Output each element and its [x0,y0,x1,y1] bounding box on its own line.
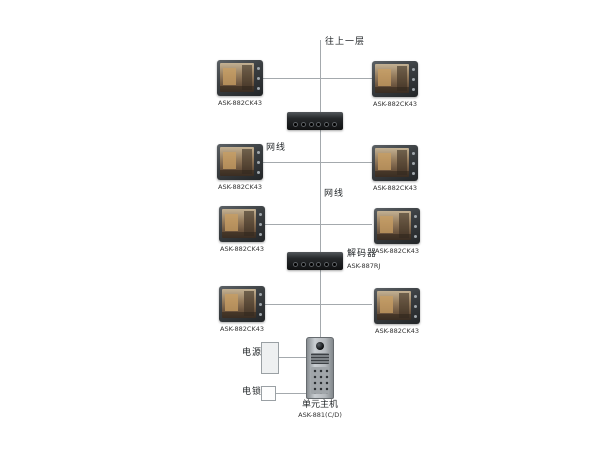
cable-row1-right [320,78,372,79]
indoor-monitor: ASK-882CK43 [374,208,420,255]
network-cable-label-1: 网线 [266,143,287,153]
monitor-buttons [411,68,416,91]
monitor-frame [372,61,418,97]
monitor-model-label: ASK-882CK43 [218,99,262,107]
indoor-monitor: ASK-882CK43 [217,60,263,107]
network-switch [287,112,343,130]
monitor-screen [220,147,254,176]
indoor-monitor: ASK-882CK43 [219,286,265,333]
monitor-buttons [258,293,263,316]
to-upper-floor-label: 往上一层 [325,37,366,47]
lock-cable-line [276,393,306,394]
cable-row2-left [263,162,320,163]
monitor-screen [375,64,409,93]
monitor-screen [222,289,256,318]
monitor-frame [374,208,420,244]
indoor-monitor: ASK-882CK43 [219,206,265,253]
indoor-monitor: ASK-882CK43 [374,288,420,335]
indoor-monitor: ASK-882CK43 [372,61,418,108]
monitor-screen [220,63,254,92]
cable-row3-right [320,224,372,225]
monitor-buttons [413,295,418,318]
decoder-name-label: 解码器 [347,249,378,259]
power-supply-label: 电源 [242,348,263,358]
door-station-model-label: ASK-881(C/D) [298,411,342,419]
cable-row3-left [263,224,320,225]
door-station-name-label: 单元主机 [301,400,338,410]
switch-ports [293,261,337,267]
riser-cable-line [320,40,321,337]
monitor-buttons [411,152,416,175]
switch-ports [293,121,337,127]
monitor-buttons [256,67,261,90]
door-station-keypad [311,367,329,394]
decoder-model-label: ASK-887RJ [347,262,381,270]
door-station-camera [316,342,324,350]
monitor-screen [377,211,411,240]
monitor-frame [374,288,420,324]
monitor-screen [222,209,256,238]
monitor-frame [217,60,263,96]
monitor-buttons [258,213,263,236]
indoor-monitor: ASK-882CK43 [217,144,263,191]
monitor-buttons [256,151,261,174]
monitor-model-label: ASK-882CK43 [220,325,264,333]
electric-lock-label: 电锁 [242,387,263,397]
cable-row1-left [263,78,320,79]
cable-row4-right [320,304,372,305]
monitor-model-label: ASK-882CK43 [373,184,417,192]
monitor-model-label: ASK-882CK43 [375,327,419,335]
monitor-screen [377,291,411,320]
power-supply-box [261,342,279,374]
monitor-model-label: ASK-882CK43 [375,247,419,255]
power-cable-line [279,357,306,358]
monitor-frame [219,206,265,242]
monitor-frame [219,286,265,322]
monitor-model-label: ASK-882CK43 [220,245,264,253]
monitor-frame [217,144,263,180]
decoder-switch [287,252,343,270]
cable-row2-right [320,162,372,163]
monitor-model-label: ASK-882CK43 [218,183,262,191]
monitor-buttons [413,215,418,238]
monitor-screen [375,148,409,177]
indoor-monitor: ASK-882CK43 [372,145,418,192]
network-cable-label-2: 网线 [324,189,345,199]
door-station-speaker-grille [311,353,329,364]
door-station [306,337,334,399]
monitor-frame [372,145,418,181]
monitor-model-label: ASK-882CK43 [373,100,417,108]
electric-lock-box [261,386,276,401]
cable-row4-left [263,304,320,305]
